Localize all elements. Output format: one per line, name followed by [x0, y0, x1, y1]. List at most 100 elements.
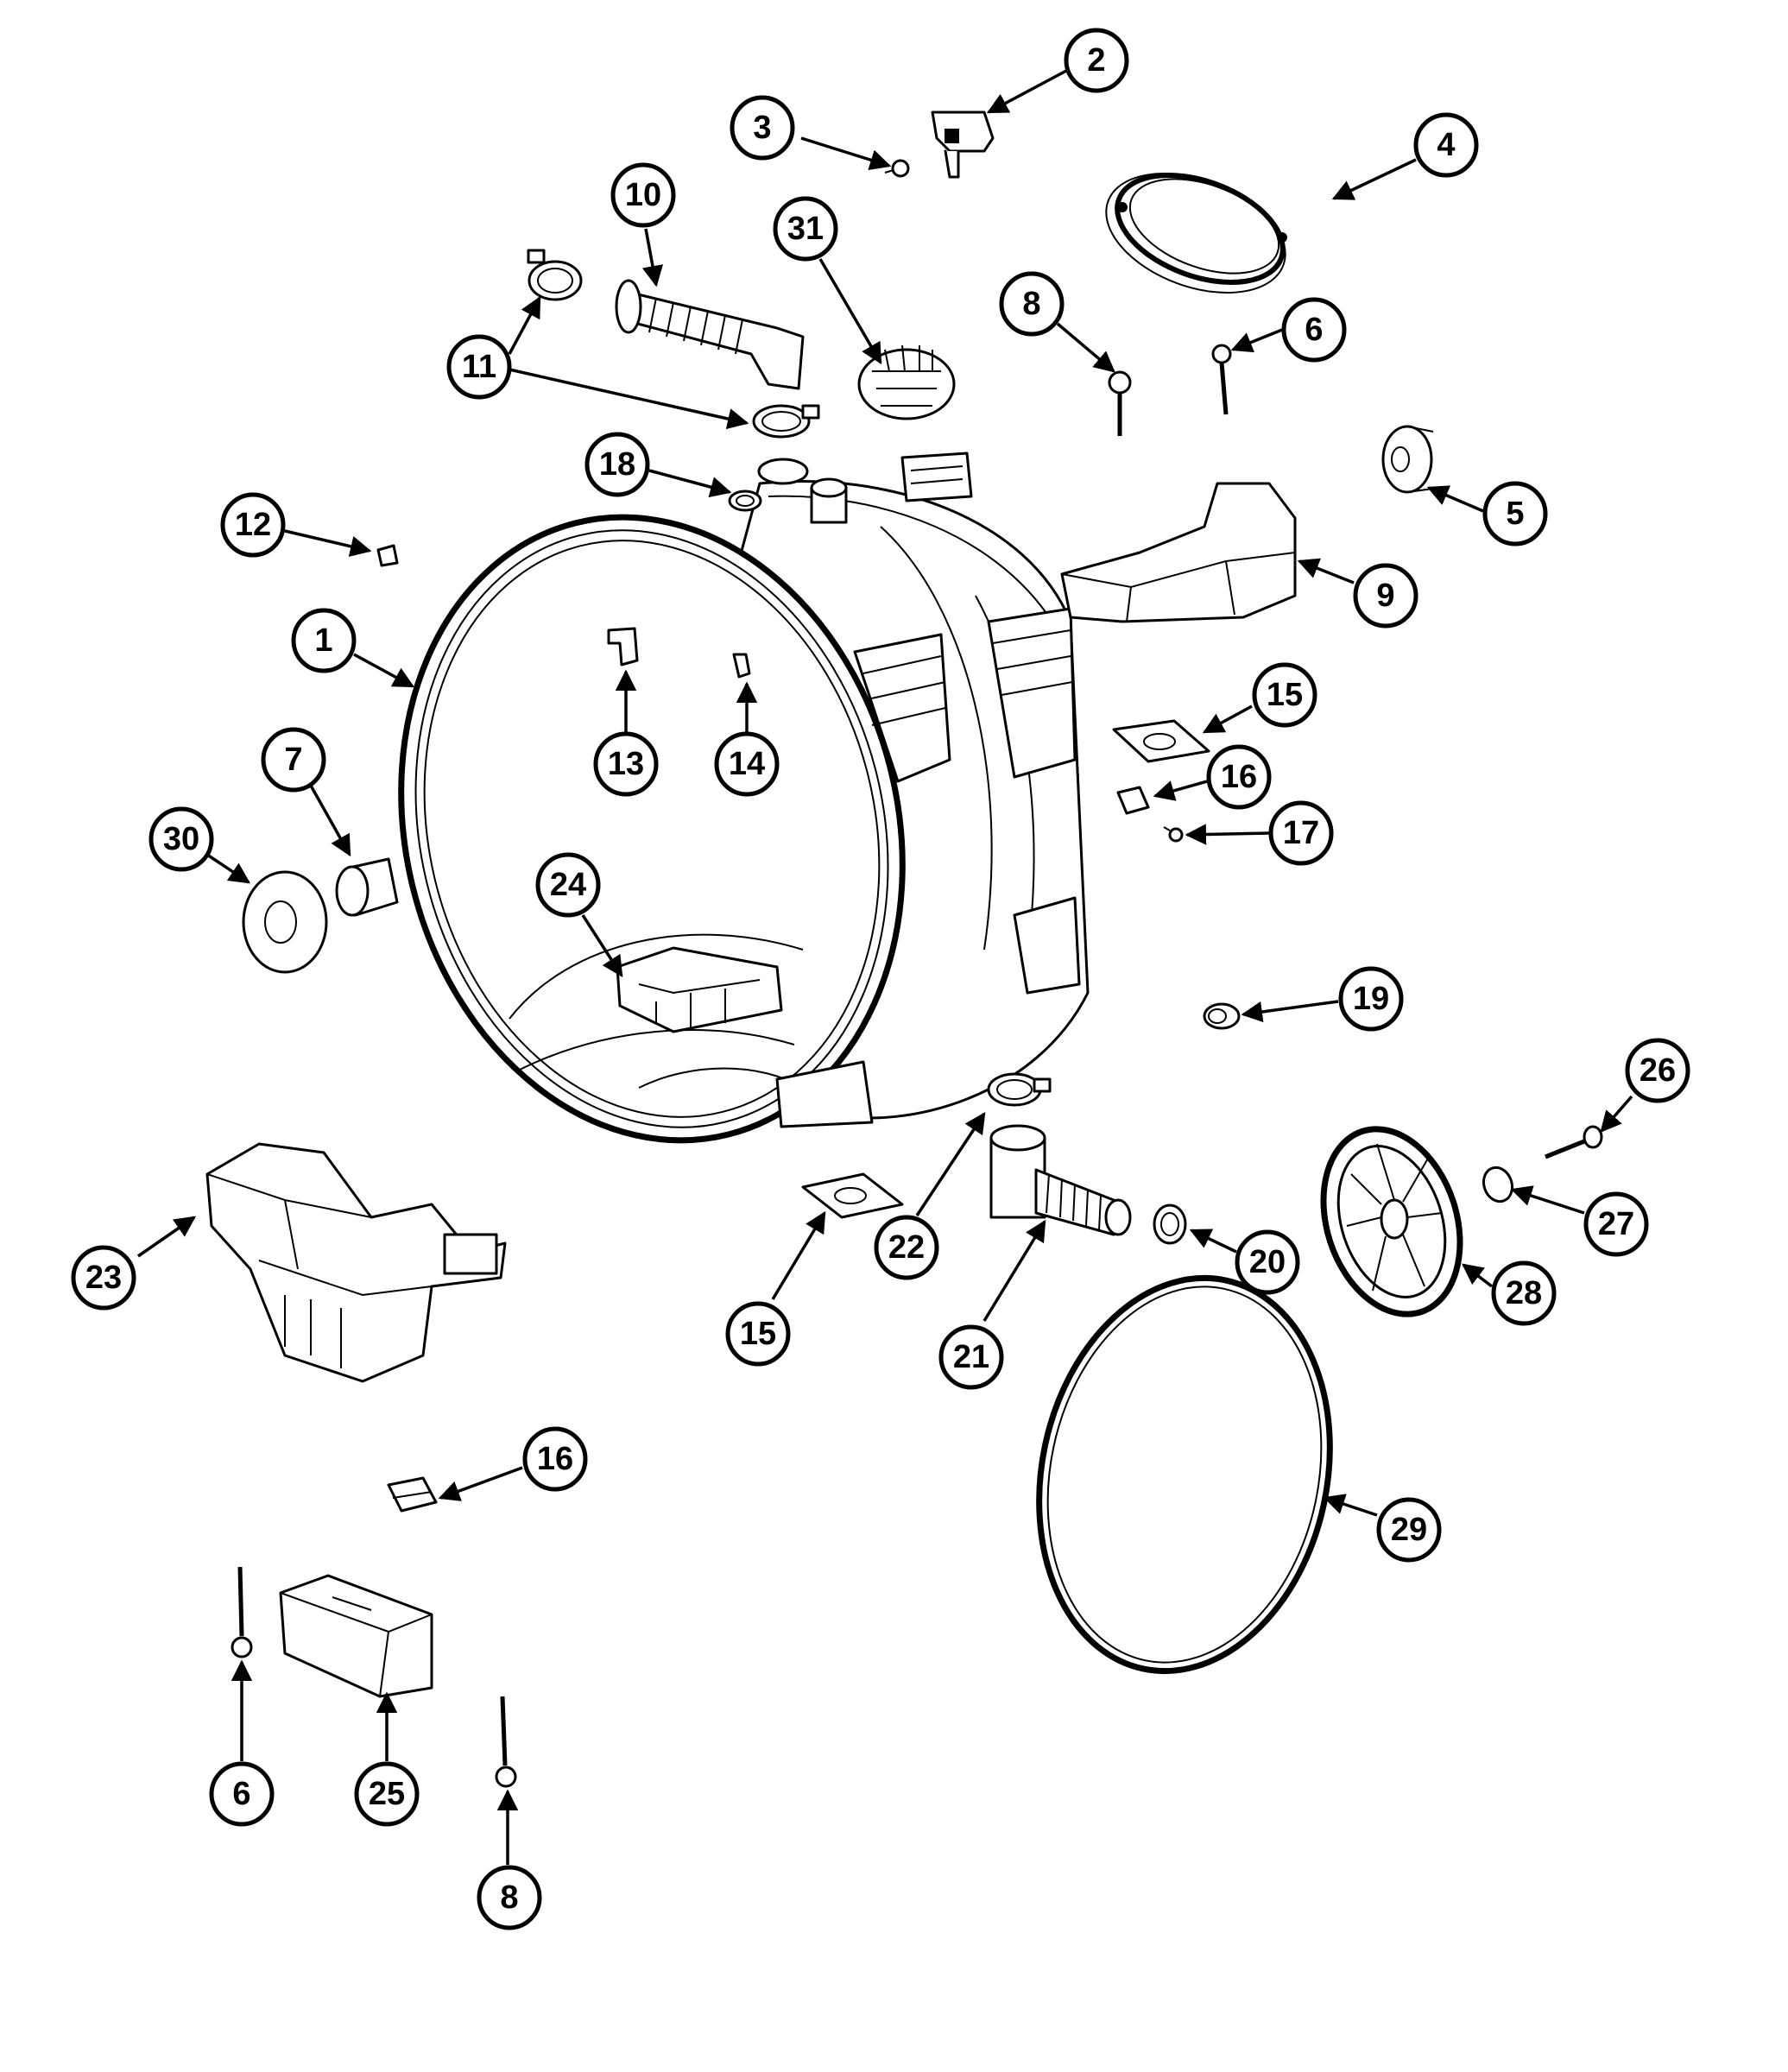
callout-18: 18 [584, 432, 650, 497]
callout-10: 10 [610, 162, 676, 228]
callout-24: 24 [535, 852, 601, 918]
callout-label: 12 [235, 507, 271, 543]
clip-part [376, 544, 399, 567]
callout-label: 29 [1391, 1512, 1427, 1548]
callout-16: 16 [522, 1426, 588, 1492]
callout-label: 19 [1353, 981, 1389, 1017]
small-clamp-part [728, 490, 762, 512]
callout-label: 14 [729, 746, 765, 782]
bolt-part [231, 1566, 253, 1658]
callout-label: 7 [284, 742, 302, 778]
callout-label: 27 [1598, 1206, 1634, 1242]
callout-31: 31 [773, 196, 838, 262]
damper-plate-part [801, 1172, 904, 1219]
callout-13: 13 [593, 731, 659, 797]
washer-part [1482, 1166, 1514, 1203]
leader-lines [137, 69, 1633, 1865]
callout-label: 11 [462, 349, 496, 385]
callout-12: 12 [220, 492, 286, 558]
callout-8: 8 [477, 1865, 542, 1930]
callout-7: 7 [261, 727, 326, 793]
damper-plate-part [1112, 719, 1210, 763]
callout-19: 19 [1338, 966, 1404, 1032]
callout-label: 2 [1087, 42, 1105, 79]
hose-clamp-part [987, 1072, 1052, 1107]
callout-label: 6 [232, 1776, 250, 1812]
callout-label: 3 [753, 110, 771, 146]
callout-9: 9 [1353, 563, 1418, 629]
callout-label: 26 [1640, 1052, 1676, 1089]
callout-15: 15 [1252, 662, 1317, 728]
callout-28: 28 [1491, 1260, 1557, 1326]
callout-6: 6 [1281, 297, 1347, 363]
sump-bracket-part [616, 946, 783, 1033]
callout-label: 10 [625, 177, 661, 213]
lower-bracket-part [205, 1142, 507, 1383]
callout-6: 6 [209, 1761, 275, 1827]
tub-part [398, 452, 1090, 1144]
callout-label: 4 [1437, 127, 1455, 163]
callout-26: 26 [1625, 1038, 1690, 1103]
callout-label: 9 [1376, 578, 1394, 614]
callout-label: 17 [1283, 815, 1319, 851]
callout-label: 15 [740, 1316, 776, 1352]
bolt-part [495, 1696, 517, 1788]
pulley-part [1320, 1126, 1463, 1317]
callout-label: 23 [85, 1260, 122, 1296]
bolt-part [1211, 344, 1232, 415]
callout-20: 20 [1235, 1229, 1300, 1295]
callout-label: 6 [1305, 312, 1323, 348]
callout-25: 25 [354, 1761, 420, 1827]
callout-5: 5 [1482, 481, 1548, 546]
bolt-part [1545, 1125, 1603, 1159]
callout-label: 1 [314, 622, 332, 659]
callout-label: 20 [1249, 1244, 1286, 1280]
drive-belt-part [1036, 1274, 1333, 1675]
callout-label: 13 [608, 746, 644, 782]
callout-label: 22 [888, 1229, 925, 1266]
callout-label: 18 [599, 446, 635, 483]
cylinder-part [335, 857, 399, 917]
callout-label: 21 [953, 1339, 989, 1375]
callout-2: 2 [1064, 28, 1129, 93]
callout-3: 3 [730, 95, 795, 161]
heater-part [857, 344, 956, 420]
callout-label: 15 [1267, 677, 1303, 713]
bolt-part [1108, 370, 1132, 436]
callout-8: 8 [999, 271, 1065, 337]
callout-17: 17 [1268, 800, 1334, 866]
callout-label: 30 [163, 821, 199, 857]
callout-label: 8 [500, 1879, 518, 1916]
clip-part [607, 627, 639, 666]
foam-block-part [279, 1574, 433, 1698]
callout-27: 27 [1583, 1191, 1649, 1257]
callout-label: 31 [787, 211, 824, 247]
callout-label: 24 [550, 867, 586, 903]
sump-hose-part [989, 1124, 1132, 1236]
callout-15: 15 [725, 1301, 791, 1367]
callout-label: 16 [1221, 759, 1257, 795]
callout-label: 25 [369, 1776, 405, 1812]
screw-part [1163, 826, 1184, 843]
bushing-part [1381, 425, 1434, 494]
callout-4: 4 [1413, 112, 1479, 178]
pressure-switch-part [931, 111, 995, 179]
callout-16: 16 [1206, 744, 1272, 810]
callout-22: 22 [874, 1215, 939, 1280]
callout-30: 30 [148, 806, 214, 872]
hose-clamp-part [752, 404, 820, 439]
coiled-hose-part [1105, 173, 1287, 294]
hose-clamp-part [527, 249, 583, 301]
callout-14: 14 [714, 731, 780, 797]
block-part [387, 1476, 438, 1513]
callout-29: 29 [1376, 1497, 1442, 1563]
callout-23: 23 [71, 1245, 136, 1311]
block-part [1116, 786, 1150, 815]
callout-1: 1 [291, 608, 357, 673]
corrugated-hose-part [615, 279, 805, 390]
callout-label: 16 [537, 1441, 573, 1477]
sleeve-part [1203, 1002, 1241, 1030]
callout-21: 21 [938, 1324, 1004, 1390]
hose-clamp-part [1153, 1203, 1187, 1245]
